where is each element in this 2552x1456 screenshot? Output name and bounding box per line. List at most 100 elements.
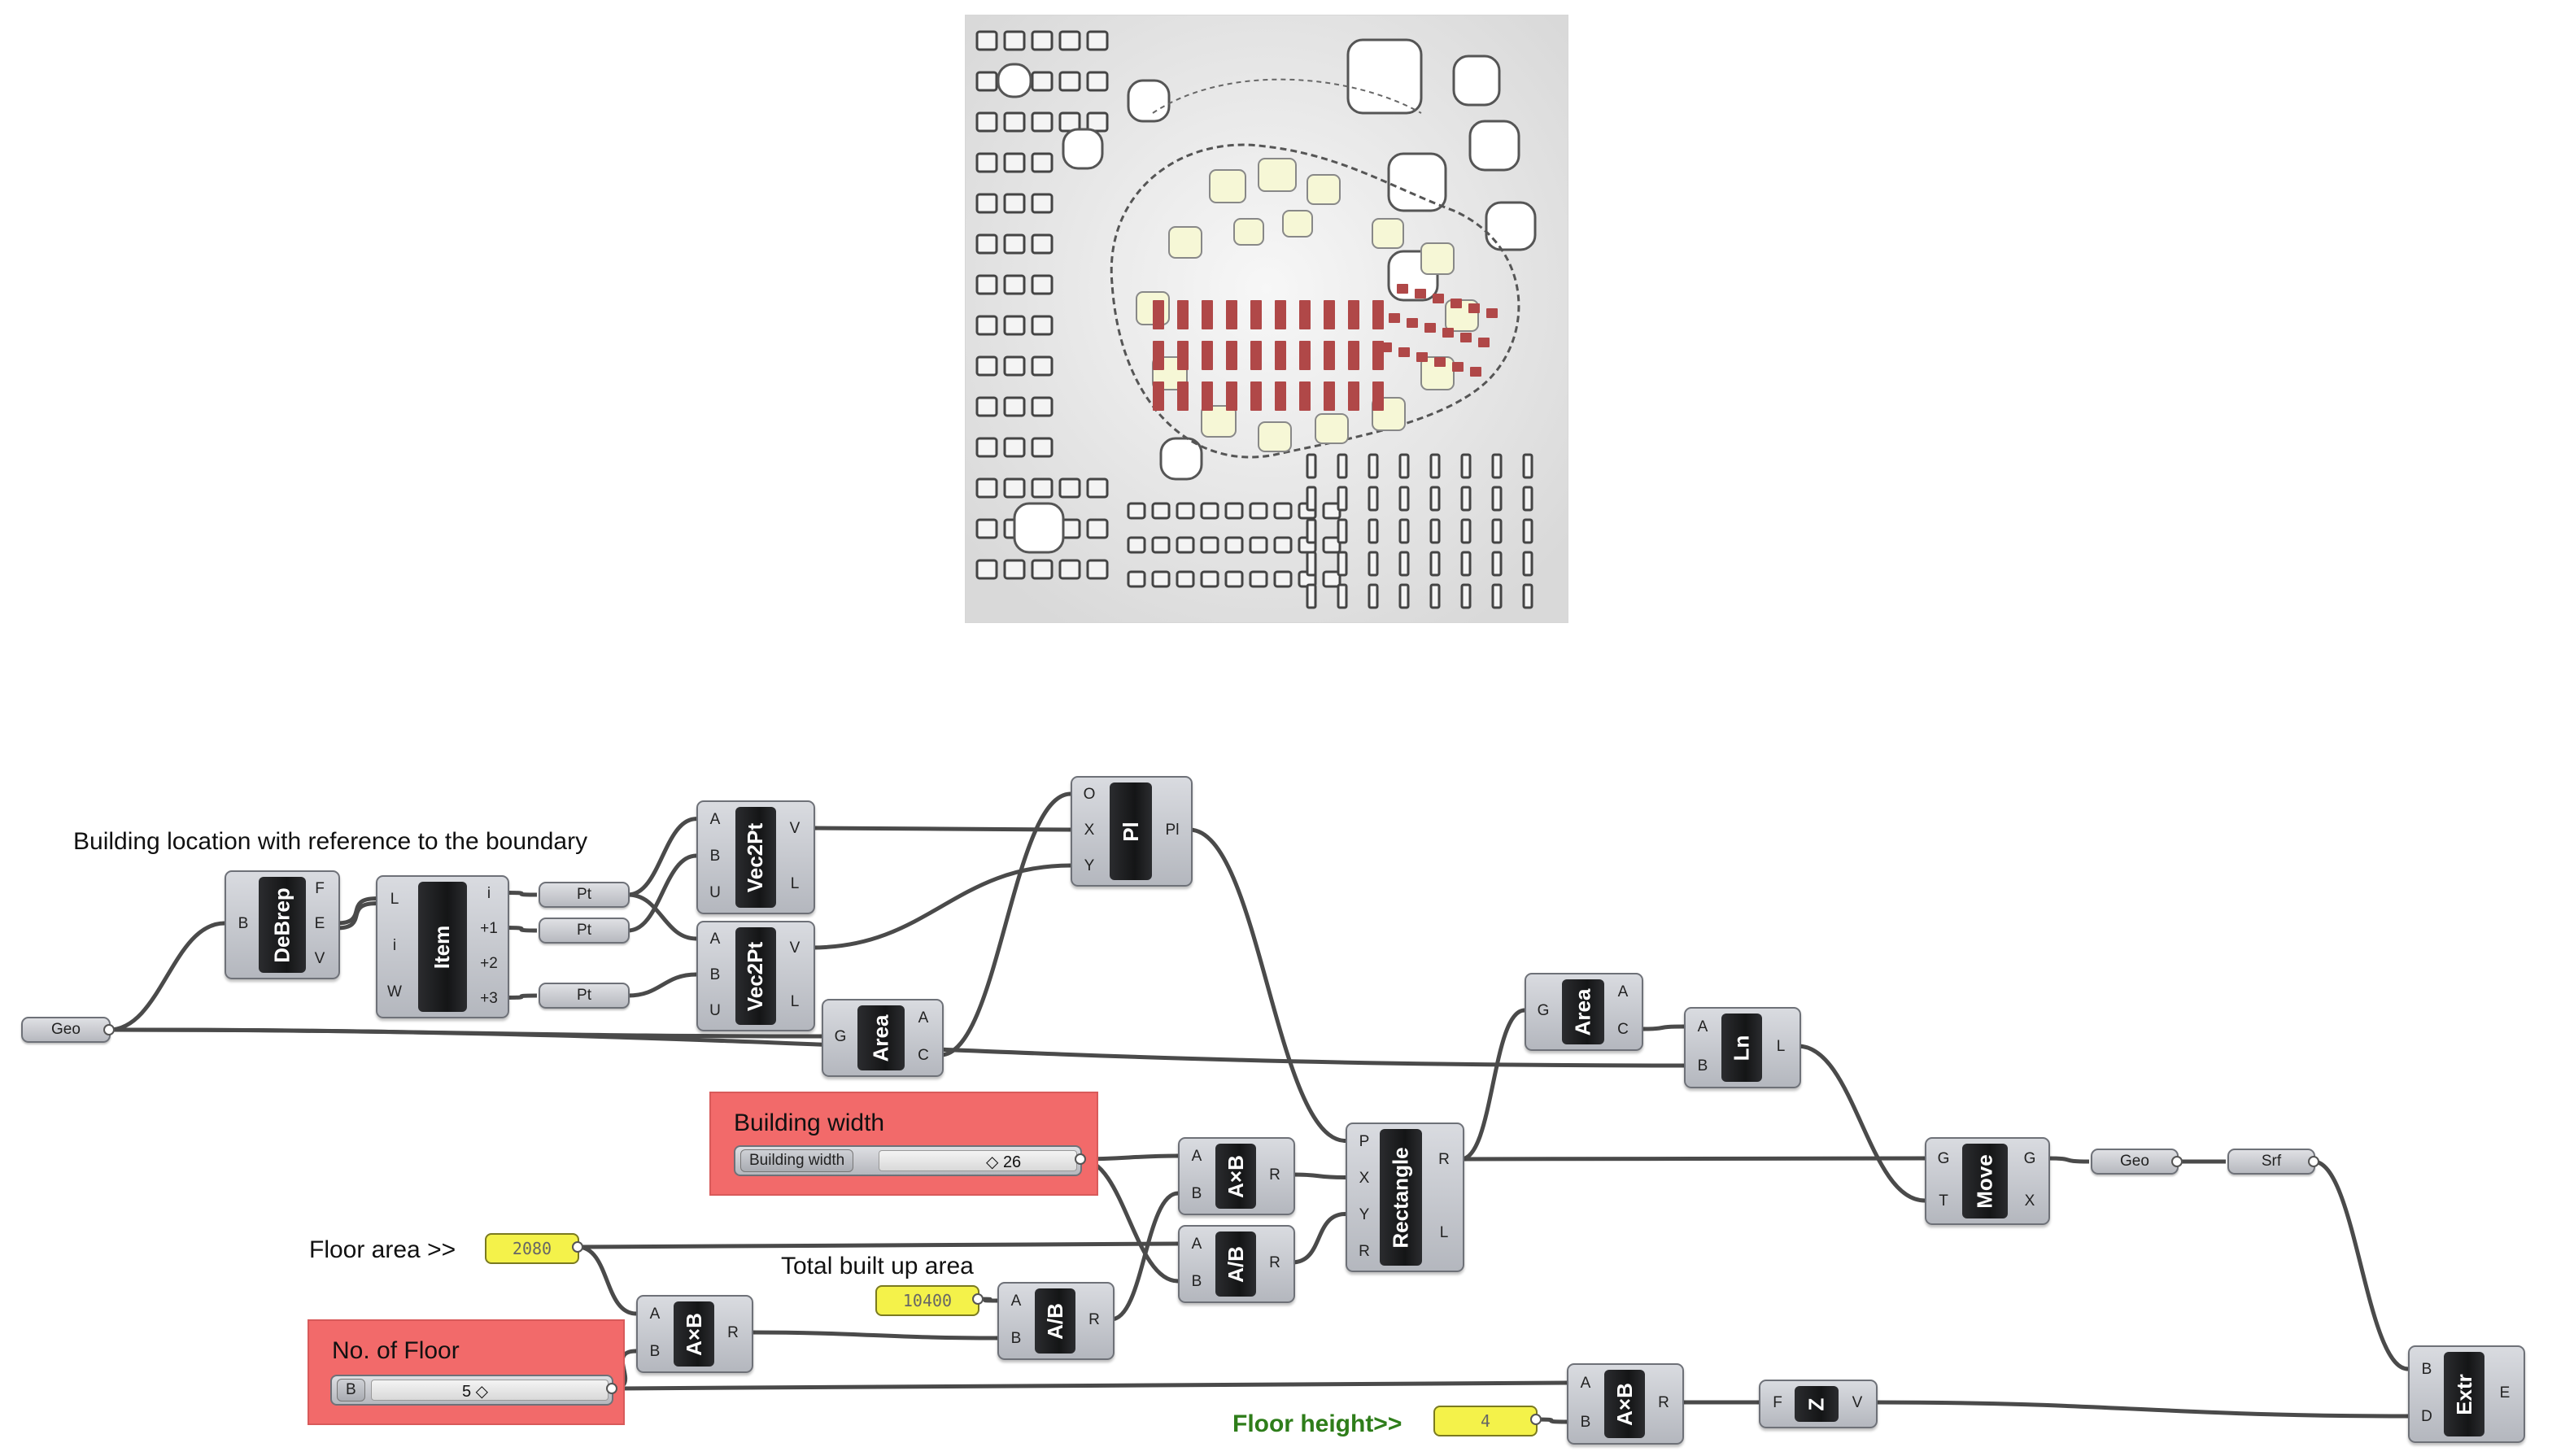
port-out[interactable]: L [1439,1224,1449,1241]
port-out[interactable]: i [486,884,491,902]
port-out[interactable]: A [1617,983,1629,1000]
building-width-grip[interactable] [1075,1153,1086,1165]
component-core[interactable]: Item [418,882,467,1012]
port-in[interactable]: D [2421,1408,2432,1425]
port-out[interactable]: R [1088,1311,1100,1328]
port-in[interactable]: B [649,1343,661,1360]
port-out[interactable]: C [1617,1021,1629,1038]
port-in[interactable]: X [1359,1169,1370,1187]
port-in[interactable]: F [1773,1394,1782,1411]
port-out[interactable]: R [1269,1166,1280,1184]
port-in[interactable]: B [1580,1414,1591,1431]
port-out[interactable]: X [2024,1192,2035,1210]
port-in[interactable]: B [1191,1273,1202,1290]
port-in[interactable]: R [1359,1242,1370,1260]
floor-area-grip[interactable] [572,1241,583,1253]
component-core[interactable]: Area [857,1005,905,1070]
no-of-floor-slider[interactable]: B 5 ◇ [330,1375,613,1406]
component-debrep[interactable]: DeBrep B F E V [225,870,340,979]
port-in[interactable]: G [1937,1150,1950,1167]
component-core[interactable]: A/B [1215,1231,1256,1297]
component-core[interactable]: Ln [1721,1014,1762,1082]
component-adivb2[interactable]: A/B A B R [997,1282,1115,1360]
srf-param[interactable]: Srf [2227,1149,2315,1175]
total-built-up-panel[interactable]: 10400 [875,1285,979,1316]
port-in[interactable]: B [1697,1057,1708,1075]
port-in[interactable]: A [1580,1375,1591,1392]
component-core[interactable]: A×B [1604,1370,1645,1438]
port-in[interactable]: i [392,937,397,954]
port-in[interactable]: Y [1359,1205,1370,1223]
port-in[interactable]: B [1191,1185,1202,1202]
port-in[interactable]: Y [1084,857,1095,874]
port-out[interactable]: +1 [480,919,498,937]
port-out[interactable]: L [790,993,800,1010]
port-out[interactable]: L [790,875,800,892]
port-in[interactable]: O [1083,786,1096,803]
port-in[interactable]: B [709,966,721,983]
component-core[interactable]: DeBrep [259,877,306,973]
port-out[interactable]: R [1269,1254,1280,1271]
port-out[interactable]: +3 [480,989,498,1007]
port-out[interactable]: E [314,915,325,932]
component-move[interactable]: Move G T G X [1925,1137,2050,1225]
component-core[interactable]: Vec2Pt [735,807,776,908]
component-core[interactable]: Pl [1110,782,1152,880]
no-floor-grip[interactable] [606,1383,617,1394]
port-in[interactable]: A [1697,1018,1708,1035]
slider-track[interactable] [879,1150,1077,1171]
port-in[interactable]: A [1010,1293,1022,1310]
port-in[interactable]: G [1537,1002,1550,1019]
component-core[interactable]: Move [1962,1144,2008,1218]
port-in[interactable]: B [1010,1330,1022,1347]
component-core[interactable]: Vec2Pt [735,927,776,1025]
port-out[interactable]: L [1776,1038,1786,1055]
component-core[interactable]: A×B [674,1301,714,1367]
component-core[interactable]: A/B [1035,1288,1075,1354]
port-out[interactable]: F [315,879,325,897]
port-out[interactable]: G [2023,1150,2036,1167]
geo-input-param[interactable]: Geo [21,1017,111,1043]
component-core[interactable]: A×B [1215,1144,1256,1209]
port-in[interactable]: A [709,810,721,828]
port-out[interactable]: V [1852,1394,1863,1411]
port-out[interactable]: R [1438,1151,1450,1168]
port-in[interactable]: L [390,890,399,908]
component-core[interactable]: Area [1562,979,1604,1044]
port-in[interactable]: B [709,848,721,865]
port-in[interactable]: P [1359,1132,1370,1150]
component-core[interactable]: Rectangle [1380,1129,1422,1266]
port-out[interactable]: V [789,939,800,957]
port-out[interactable]: R [1658,1394,1669,1411]
component-ln[interactable]: Ln A B L [1684,1007,1801,1088]
port-in[interactable]: U [709,1002,721,1019]
floor-height-panel[interactable]: 4 [1433,1406,1538,1436]
port-in[interactable]: B [238,915,249,932]
port-out[interactable]: Pl [1165,822,1180,839]
geo-output-param[interactable]: Geo [2091,1149,2179,1175]
component-area2[interactable]: Area G A C [1525,973,1643,1051]
building-width-slider[interactable]: Building width ◇ 26 [734,1145,1082,1176]
port-in[interactable]: G [834,1028,847,1045]
slider-track[interactable] [371,1380,609,1401]
port-in[interactable]: T [1939,1192,1948,1210]
geo-out-grip[interactable] [103,1024,115,1035]
port-out[interactable]: +2 [480,954,498,972]
port-in[interactable]: W [387,983,402,1001]
pt-param-3[interactable]: Pt [539,983,630,1009]
total-built-grip[interactable] [972,1293,984,1305]
srf-grip[interactable] [2308,1156,2319,1167]
pt-param-1[interactable]: Pt [539,882,630,908]
port-out[interactable]: V [314,950,325,968]
